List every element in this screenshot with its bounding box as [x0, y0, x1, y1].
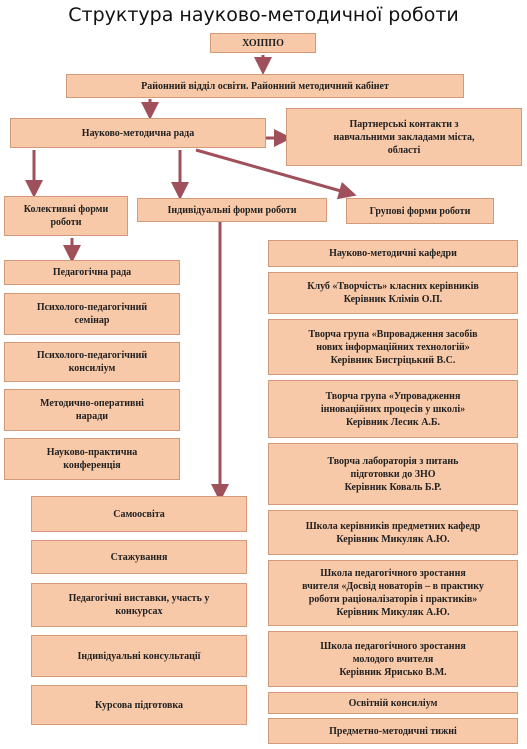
collective-item: Психолого-педагогічний консиліум [4, 342, 180, 382]
group-item: Школа педагогічного зростання молодого в… [268, 631, 518, 687]
council-box: Науково-методична рада [10, 118, 266, 148]
partners-box: Партнерські контакти з навчальними закла… [286, 108, 522, 166]
individual-item: Педагогічні виставки, участь у конкурсах [31, 583, 247, 627]
individual-item: Індивідуальні консультації [31, 635, 247, 677]
page-title: Структура науково-методичної роботи [68, 4, 459, 26]
group-item: Науково-методичні кафедри [268, 240, 518, 267]
individual-item: Самоосвіта [31, 496, 247, 532]
collective-item: Методично-оперативні наради [4, 389, 180, 431]
individual-forms-box: Індивідуальні форми роботи [137, 198, 327, 222]
collective-item: Науково-практична конференція [4, 438, 180, 480]
group-item: Школа керівників предметних кафедр Керів… [268, 510, 518, 555]
group-item: Освітній консиліум [268, 692, 518, 714]
individual-item: Стажування [31, 540, 247, 574]
individual-item: Курсова підготовка [31, 685, 247, 725]
khoippo-box: ХОІППО [210, 33, 316, 53]
arrow-council-group [195, 148, 357, 200]
group-item: Школа педагогічного зростання вчителя «Д… [268, 560, 518, 626]
group-forms-box: Групові форми роботи [346, 198, 494, 224]
group-item: Творча група «Упровадження інноваційних … [268, 380, 518, 438]
collective-forms-box: Колективні форми роботи [4, 196, 128, 236]
group-item: Предметно-методичні тижні [268, 718, 518, 744]
collective-item: Педагогічна рада [4, 260, 180, 285]
group-item: Творча лабораторія з питань підготовки д… [268, 443, 518, 505]
group-item: Клуб «Творчість» класних керівників Кері… [268, 272, 518, 314]
district-box: Районний відділ освіти. Районний методич… [66, 74, 464, 98]
collective-item: Психолого-педагогічний семінар [4, 293, 180, 335]
group-item: Творча група «Впровадження засобів нових… [268, 319, 518, 375]
